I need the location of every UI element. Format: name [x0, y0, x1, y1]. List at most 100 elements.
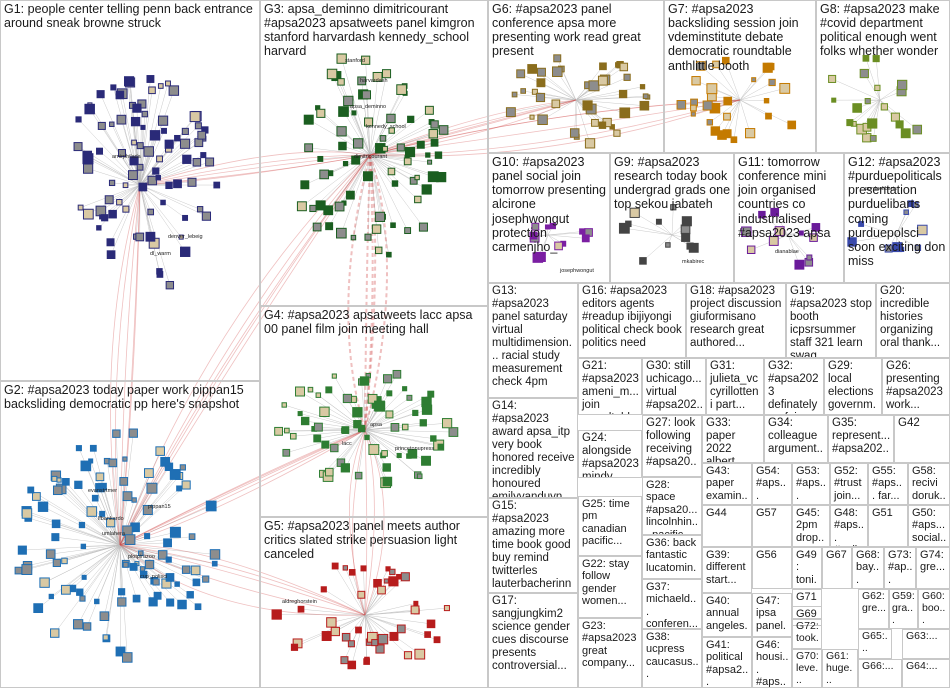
inter-group-edge — [119, 154, 371, 546]
cluster-g2-nodes — [14, 428, 221, 663]
group-g66: G66:... — [858, 659, 902, 688]
group-label: G2: #apsa2023 today paper work pippan15 … — [4, 383, 244, 412]
node — [639, 84, 646, 90]
group-label: G16: #apsa2023 editors agents #readup ib… — [582, 285, 682, 349]
node — [148, 86, 156, 95]
node — [696, 61, 706, 71]
node — [390, 222, 396, 229]
node — [147, 208, 155, 216]
edge — [367, 154, 371, 238]
node — [115, 646, 126, 657]
node — [165, 181, 173, 190]
node — [402, 386, 408, 392]
edge — [542, 99, 577, 120]
edge — [739, 88, 785, 101]
node — [809, 233, 818, 242]
node — [52, 485, 63, 496]
node — [352, 138, 364, 149]
node — [156, 155, 163, 163]
group-label: G60: boo... — [922, 590, 946, 626]
group-g12: G12: #apsa2023 #purduepoliticals present… — [844, 153, 950, 283]
edge — [364, 583, 378, 616]
node-label: pippan15 — [148, 504, 171, 510]
group-g46: G46: housi... #aps... — [752, 637, 792, 688]
edge — [694, 99, 741, 103]
group-g34: G34: colleague argument... — [764, 415, 828, 463]
edge — [369, 154, 434, 177]
node — [890, 112, 900, 122]
node — [300, 180, 310, 190]
node — [529, 114, 535, 120]
node — [181, 565, 191, 574]
node — [144, 533, 151, 540]
node — [316, 108, 326, 118]
inter-group-edge — [139, 154, 371, 186]
edge — [323, 589, 366, 616]
node — [115, 90, 125, 100]
node — [581, 234, 590, 243]
node — [806, 254, 813, 261]
node — [295, 386, 306, 397]
node — [281, 402, 287, 408]
edge — [85, 465, 121, 546]
group-label: G53: #aps... — [796, 465, 826, 502]
node — [364, 434, 370, 441]
node — [386, 113, 396, 124]
edge — [547, 234, 586, 239]
node — [763, 97, 770, 104]
node — [132, 594, 141, 603]
node — [76, 588, 84, 596]
group-g45: G45: 2pm drop... — [792, 505, 830, 547]
edge — [787, 234, 810, 258]
node — [140, 124, 146, 130]
node — [152, 167, 160, 175]
node — [353, 420, 362, 429]
node — [297, 605, 305, 613]
group-label: G14: #apsa2023 award apsa_itp very book … — [492, 400, 575, 498]
group-g11: G11: tomorrow conference mini join organ… — [734, 153, 844, 283]
node — [357, 424, 366, 433]
cluster-g4-nodes — [274, 369, 459, 489]
node — [623, 73, 631, 81]
node — [779, 82, 791, 94]
node — [389, 568, 396, 576]
group-g73: G73: #ap... — [884, 547, 916, 589]
node-label: purduelibarts — [865, 186, 897, 192]
node — [296, 201, 307, 212]
node — [382, 476, 393, 487]
node — [361, 55, 371, 65]
node — [437, 443, 444, 450]
edge — [369, 154, 408, 158]
group-label: G55: #aps... far... — [872, 465, 902, 502]
node — [124, 534, 136, 545]
node — [639, 257, 647, 265]
node — [794, 259, 805, 270]
node — [341, 632, 351, 642]
edge — [334, 429, 366, 449]
node — [157, 83, 164, 89]
group-g48: G48: #aps... #poli... — [830, 505, 868, 547]
node — [325, 222, 334, 231]
edge — [628, 223, 673, 236]
node — [91, 494, 99, 502]
group-g49: G49: toni... atte... coun... — [792, 547, 822, 589]
node — [320, 586, 327, 593]
node — [99, 482, 107, 491]
node — [359, 376, 370, 386]
inter-group-edge — [139, 151, 371, 186]
group-g61: G61: huge... — [822, 649, 858, 688]
group-label: G6: #apsa2023 panel conference apsa more… — [492, 2, 641, 59]
edge — [139, 184, 160, 272]
node — [811, 223, 821, 232]
edge — [575, 99, 591, 144]
node — [774, 226, 785, 237]
group-label: G57 — [756, 507, 777, 519]
node — [681, 216, 692, 227]
node — [96, 147, 104, 155]
node — [39, 577, 50, 588]
node — [597, 75, 608, 86]
node — [364, 117, 374, 127]
edge — [369, 154, 418, 178]
group-g1: G1: people center telling penn back entr… — [0, 0, 260, 381]
group-label: G4: #apsa2023 apsatweets lacc apsa 00 pa… — [264, 308, 473, 337]
